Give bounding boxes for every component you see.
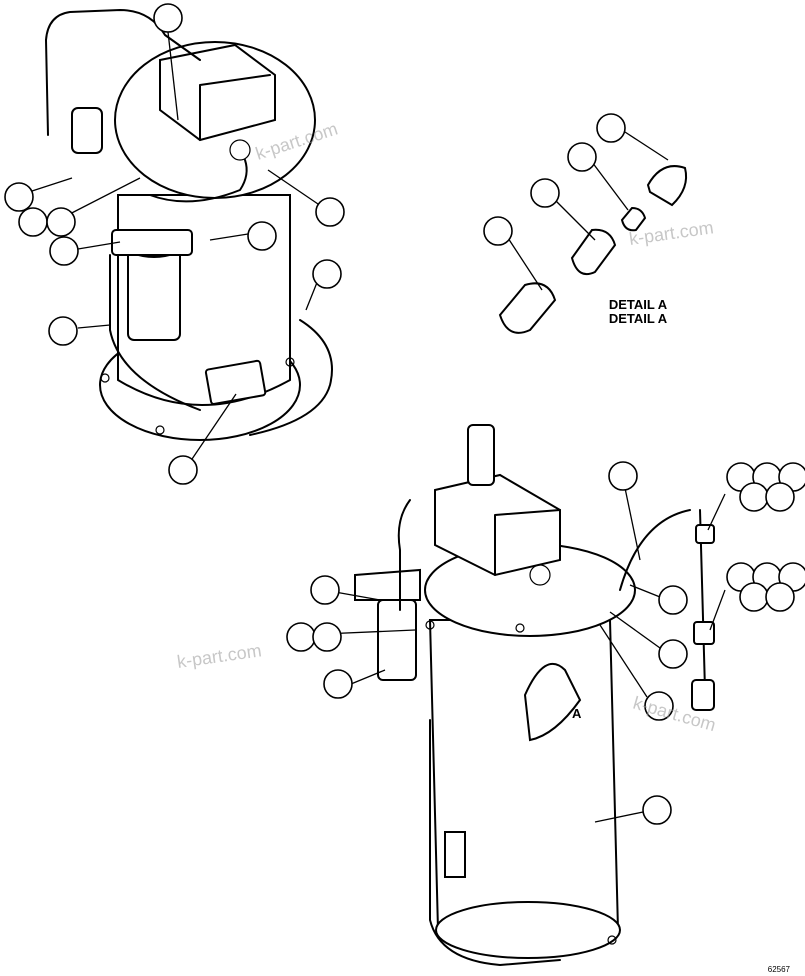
fitting xyxy=(229,139,251,161)
lower-right-callouts xyxy=(286,461,805,825)
bracket xyxy=(354,568,421,601)
tube-left xyxy=(397,499,411,611)
upper-left-tank-assembly xyxy=(45,9,333,441)
hose-left xyxy=(109,254,201,411)
valve-block-lower xyxy=(434,473,561,577)
solenoid xyxy=(71,107,103,154)
detail-elbow xyxy=(646,165,688,207)
hose-right xyxy=(249,319,333,436)
detail-a-leaders xyxy=(507,131,669,291)
detail-label-1: DETAIL A xyxy=(609,297,668,312)
decal-lower xyxy=(444,831,466,878)
solenoid-lower xyxy=(467,424,495,486)
valve-block xyxy=(159,43,276,142)
decal xyxy=(204,359,267,405)
tank-body-lower xyxy=(428,619,620,950)
view-window xyxy=(523,662,582,742)
lower-right-leaders xyxy=(322,487,726,823)
detail-a-callouts xyxy=(483,113,626,246)
detail-fitting-1 xyxy=(498,282,557,334)
upper-left-leaders xyxy=(31,31,319,463)
detail-a-fittings xyxy=(498,165,688,334)
upper-left-callouts xyxy=(4,3,345,485)
sensor-float xyxy=(691,679,715,711)
return-tube xyxy=(149,159,248,203)
filter-canister xyxy=(127,244,181,341)
detail-fitting-2 xyxy=(570,228,617,276)
sensor-lead xyxy=(619,509,691,591)
view-arrow-label: A xyxy=(572,706,582,721)
detail-label-2: DETAIL A xyxy=(609,311,668,326)
base-ring xyxy=(435,901,621,959)
figure-code: 62567 xyxy=(768,965,791,974)
hose-lower xyxy=(429,719,561,966)
lower-right-tank-assembly xyxy=(354,424,715,966)
filter-head xyxy=(111,229,193,256)
watermark-3: k-part.com xyxy=(176,640,263,672)
filter-lower xyxy=(377,599,417,681)
detail-fitting-3 xyxy=(620,206,647,232)
